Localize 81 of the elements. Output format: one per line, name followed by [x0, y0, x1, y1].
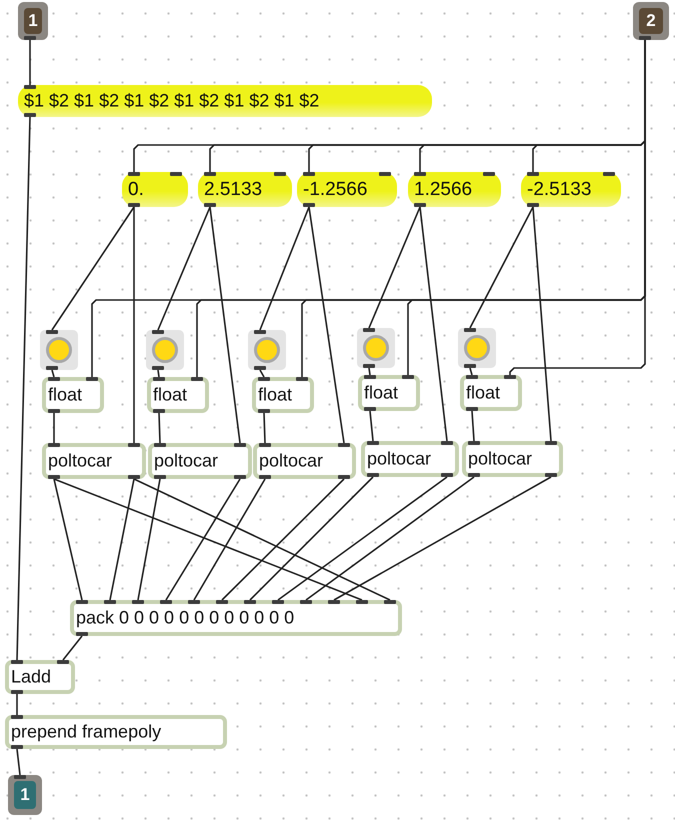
- patch-cord: [469, 206, 534, 328]
- object-box: [5, 660, 75, 694]
- patch-cord: [278, 476, 448, 601]
- object-box: [70, 600, 402, 636]
- patch-cord: [51, 370, 55, 378]
- patch-cord: [532, 206, 552, 442]
- patch-cord: [306, 476, 474, 601]
- patch-cord: [165, 478, 241, 600]
- inlet-box: [18, 2, 48, 40]
- object-label: poltocar: [367, 448, 432, 470]
- patch-cord: [109, 478, 135, 600]
- patch-cord: [51, 206, 135, 330]
- patch-cord: [334, 476, 552, 601]
- patch-cord: [134, 478, 390, 601]
- patch-cord: [157, 206, 211, 330]
- patch-cord: [193, 478, 266, 600]
- inlet-box: [633, 2, 669, 40]
- patch-cord: [137, 478, 161, 600]
- number-value: 0.: [128, 178, 144, 200]
- object-box: [147, 377, 209, 413]
- patch-cord: [263, 412, 266, 444]
- object-label: poltocar: [259, 450, 324, 472]
- object-box: [361, 441, 459, 477]
- object-label: float: [364, 382, 398, 404]
- patch-cord: [62, 636, 83, 660]
- patch-cord: [419, 206, 448, 442]
- patch-cord: [16, 748, 21, 776]
- object-box: [42, 377, 104, 413]
- outlet-box: [8, 775, 42, 815]
- patch-cord: [221, 478, 345, 601]
- patch-cord: [368, 206, 421, 328]
- inlet-number: 1: [27, 11, 39, 31]
- number-box: [521, 172, 621, 207]
- patch-cord: [308, 206, 345, 444]
- number-box: [297, 172, 397, 207]
- object-box: [148, 443, 252, 479]
- object-label: Ladd: [11, 666, 52, 688]
- patch-cord: [259, 370, 265, 378]
- patch-cord: [53, 413, 55, 443]
- patch-cord: [54, 478, 362, 601]
- number-value: -2.5133: [527, 178, 592, 200]
- object-box: [252, 377, 314, 413]
- object-label: poltocar: [154, 450, 218, 472]
- patch-cord: [157, 370, 160, 378]
- number-box: [122, 172, 188, 207]
- number-value: -1.2566: [303, 178, 368, 200]
- number-value: 1.2566: [414, 178, 472, 200]
- object-label: float: [258, 384, 292, 406]
- patch-cord: [471, 410, 475, 442]
- object-box: [42, 443, 146, 479]
- patch-cord: [209, 206, 241, 444]
- patch-cord: [53, 478, 83, 600]
- object-label: prepend framepoly: [11, 722, 162, 742]
- patch-cord: [469, 368, 473, 376]
- message-box: [18, 85, 432, 117]
- object-label: pack 0 0 0 0 0 0 0 0 0 0 0 0: [76, 608, 294, 628]
- patch-cord: [16, 116, 31, 660]
- number-box: [408, 172, 501, 207]
- object-label: float: [48, 384, 82, 406]
- object-box: [462, 441, 563, 477]
- object-box: [5, 715, 227, 749]
- patch-cord: [369, 410, 374, 442]
- object-label: float: [153, 384, 188, 406]
- patch-cord: [249, 476, 374, 601]
- number-box: [198, 172, 292, 207]
- number-value: 2.5133: [204, 178, 262, 200]
- object-box: [460, 375, 522, 411]
- object-label: poltocar: [468, 448, 532, 470]
- message-text: $1 $2 $1 $2 $1 $2 $1 $2 $1 $2 $1 $2: [24, 90, 320, 112]
- inlet-number: 2: [645, 11, 657, 31]
- patch-cord: [158, 412, 161, 444]
- patch-cord: [259, 206, 310, 330]
- object-box: [358, 375, 420, 411]
- object-box: [253, 443, 356, 479]
- patch-cord: [133, 207, 135, 443]
- patch-cord: [29, 40, 31, 85]
- patch-cord: [16, 694, 18, 715]
- object-label: poltocar: [48, 450, 112, 472]
- object-label: float: [466, 382, 500, 404]
- patch-cord: [368, 368, 371, 376]
- outlet-number: 1: [19, 785, 31, 805]
